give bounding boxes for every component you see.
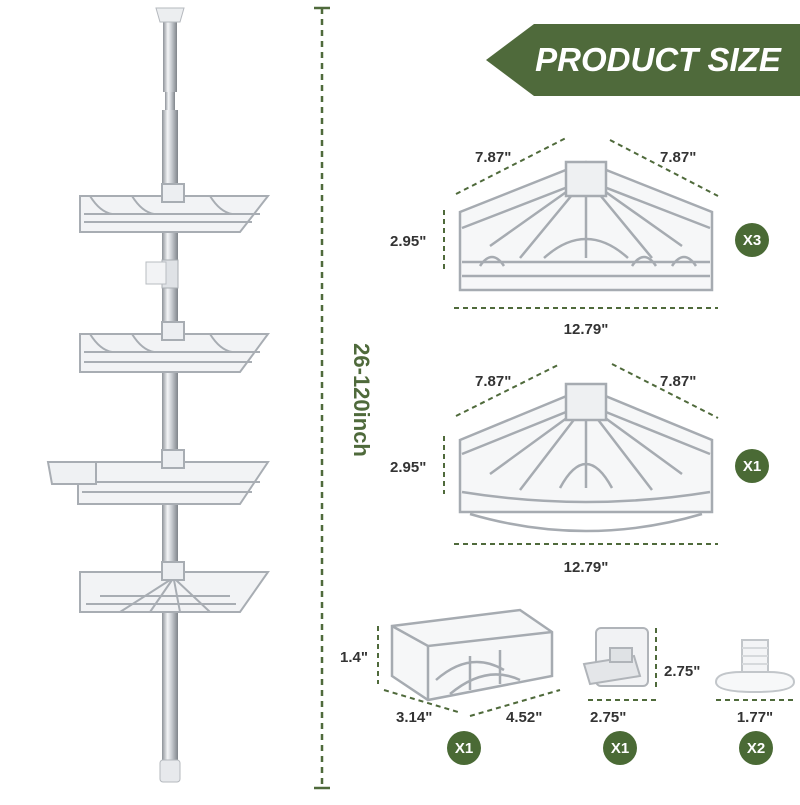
corner-shelf-diagram: 7.87" 7.87" 2.95" 12.79" X3 (390, 137, 769, 338)
bottom-shelf-dim-lines (443, 363, 719, 545)
soap-basket-depth: 3.14" (396, 709, 432, 726)
height-dimension: 26-120inch (314, 6, 374, 790)
height-label: 26-120inch (349, 343, 374, 457)
bottom-shelf-qty: X1 (743, 458, 761, 475)
bottom-shelf-front: 12.79" (564, 559, 609, 576)
bottom-shelf-diagram: 7.87" 7.87" 2.95" 12.79" X1 (390, 363, 769, 576)
hook-qty-badge: X1 (603, 731, 637, 765)
bottom-shelf-illustration (458, 382, 714, 533)
end-cap-diagram: 1.77" X2 (714, 639, 796, 765)
hook-height: 2.75" (664, 663, 700, 680)
corner-shelf-width-right: 7.87" (660, 149, 696, 166)
hook-qty: X1 (611, 740, 629, 757)
hook-width: 2.75" (590, 709, 626, 726)
assembled-shelf-1 (79, 183, 271, 233)
soap-basket-illustration (390, 608, 554, 702)
product-size-banner: PRODUCT SIZE (486, 24, 800, 96)
end-cap-illustration (714, 639, 796, 694)
bottom-shelf-height: 2.95" (390, 459, 426, 476)
soap-basket-qty-badge: X1 (447, 731, 481, 765)
bottom-shelf-qty-badge: X1 (735, 449, 769, 483)
hook-illustration (582, 627, 649, 687)
hook-diagram: 2.75" 2.75" X1 (582, 627, 700, 765)
corner-shelf-height: 2.95" (390, 233, 426, 250)
soap-basket-length: 4.52" (506, 709, 542, 726)
bottom-shelf-width-right: 7.87" (660, 373, 696, 390)
hook-dim-lines (588, 628, 660, 701)
tension-pole (145, 7, 185, 783)
banner-title: PRODUCT SIZE (535, 41, 782, 78)
soap-basket-qty: X1 (455, 740, 473, 757)
corner-shelf-qty-badge: X3 (735, 223, 769, 257)
assembled-shelf-3 (46, 449, 270, 505)
soap-basket-dim-lines (377, 626, 561, 717)
end-cap-diameter: 1.77" (737, 709, 773, 726)
soap-basket-diagram: 1.4" 3.14" 4.52" X1 (340, 608, 561, 765)
end-cap-qty: X2 (747, 740, 765, 757)
corner-shelf-illustration (458, 160, 714, 292)
bottom-shelf-width-left: 7.87" (475, 373, 511, 390)
corner-shelf-front: 12.79" (564, 321, 609, 338)
assembled-shelf-4 (79, 561, 270, 613)
end-cap-qty-badge: X2 (739, 731, 773, 765)
corner-shelf-width-left: 7.87" (475, 149, 511, 166)
assembled-shelf-2 (79, 321, 270, 373)
soap-basket-height: 1.4" (340, 649, 368, 666)
corner-shelf-dim-lines (443, 137, 719, 309)
corner-shelf-qty: X3 (743, 232, 761, 249)
